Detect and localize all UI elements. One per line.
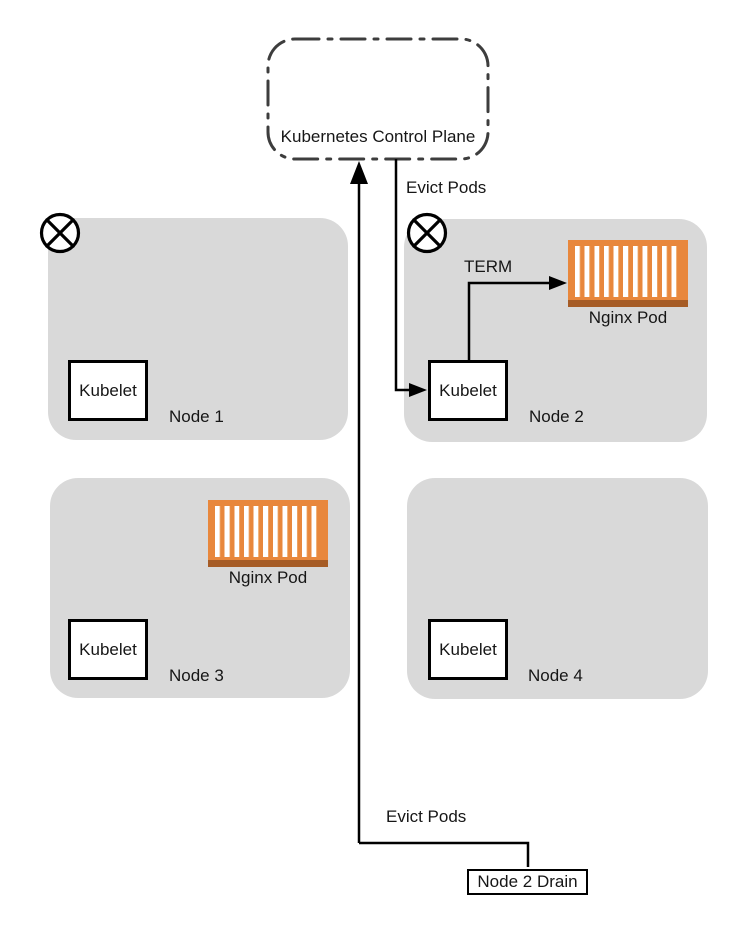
node-2-drain-box: Node 2 Drain: [467, 869, 588, 895]
node-3-kubelet-label: Kubelet: [79, 639, 137, 659]
node-2-kubelet-box: Kubelet: [428, 360, 508, 421]
control-plane-label: Kubernetes Control Plane: [280, 127, 476, 146]
control-plane-to-kubelet-line: [394, 159, 409, 392]
node-2-kubelet-label: Kubelet: [439, 380, 497, 400]
node-4-kubelet-label: Kubelet: [439, 639, 497, 659]
node-2-nginx-pod: Nginx Pod: [568, 240, 688, 327]
node-4-label: Node 4: [528, 666, 583, 685]
right-arrowhead-kubelet-icon: [409, 383, 427, 397]
up-arrowhead-icon: [350, 161, 368, 184]
node-3-kubelet-box: Kubelet: [68, 619, 148, 680]
node-3-nginx-pod: Nginx Pod: [208, 500, 328, 587]
evict-pods-bottom-label: Evict Pods: [386, 807, 467, 826]
node-1-circle-x-icon: [39, 212, 81, 254]
node-2-circle-x-icon: [406, 212, 448, 254]
container-base: [208, 560, 328, 567]
container-icon: [568, 240, 688, 300]
container-icon: [208, 500, 328, 560]
node-2-label: Node 2: [529, 407, 584, 426]
node-1-kubelet-box: Kubelet: [68, 360, 148, 421]
term-label: TERM: [464, 257, 513, 276]
container-stripes: [575, 246, 681, 297]
evict-pods-top-label: Evict Pods: [406, 178, 487, 197]
control-plane-border: [266, 37, 490, 161]
right-arrowhead-pod-icon: [549, 276, 567, 290]
node-3-label: Node 3: [169, 666, 224, 685]
kubelet-to-pod-term-line: [467, 281, 549, 360]
node-1-label: Node 1: [169, 407, 224, 426]
node-1-kubelet-label: Kubelet: [79, 380, 137, 400]
node-3-pod-label: Nginx Pod: [228, 568, 308, 587]
node-2-drain-label: Node 2 Drain: [477, 872, 578, 891]
container-base: [568, 300, 688, 307]
drain-box-elbow-line: [359, 841, 530, 867]
node-4-kubelet-box: Kubelet: [428, 619, 508, 680]
container-stripes: [215, 506, 321, 557]
node-2-pod-label: Nginx Pod: [588, 308, 668, 327]
